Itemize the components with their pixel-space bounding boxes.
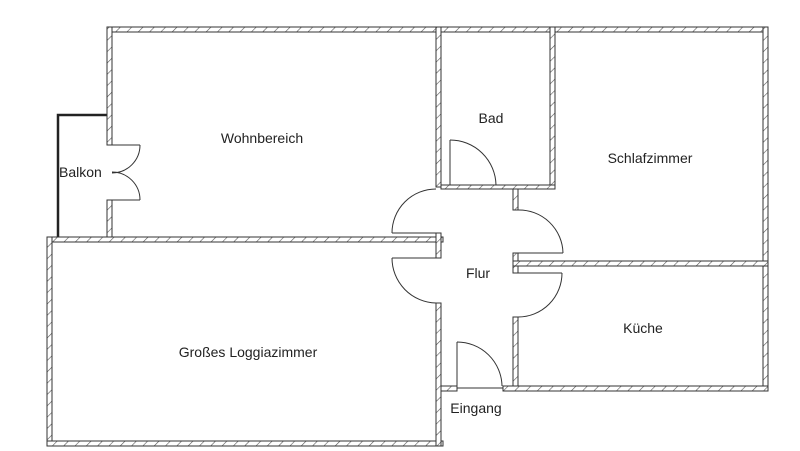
balkon-door-icon bbox=[111, 144, 141, 201]
label-schlafzimmer: Schlafzimmer bbox=[608, 150, 693, 166]
label-eingang: Eingang bbox=[450, 400, 501, 416]
doors bbox=[111, 139, 564, 389]
eingang-door-icon bbox=[456, 341, 503, 389]
label-loggia: Großes Loggiazimmer bbox=[179, 344, 318, 360]
bad-door-icon bbox=[449, 139, 497, 186]
balkon-outline bbox=[56, 113, 107, 238]
label-flur: Flur bbox=[466, 265, 490, 281]
walls bbox=[46, 26, 769, 447]
wohnbereich-door-icon bbox=[391, 188, 437, 234]
label-bad: Bad bbox=[479, 110, 504, 126]
label-wohnbereich: Wohnbereich bbox=[221, 130, 303, 146]
label-kueche: Küche bbox=[623, 320, 663, 336]
loggia-door-icon bbox=[391, 257, 437, 304]
label-balkon: Balkon bbox=[59, 164, 102, 180]
room-labels: Wohnbereich Balkon Bad Schlafzimmer Flur… bbox=[59, 110, 693, 416]
schlafzimmer-door-icon bbox=[517, 209, 564, 254]
kueche-door-icon bbox=[517, 272, 563, 318]
